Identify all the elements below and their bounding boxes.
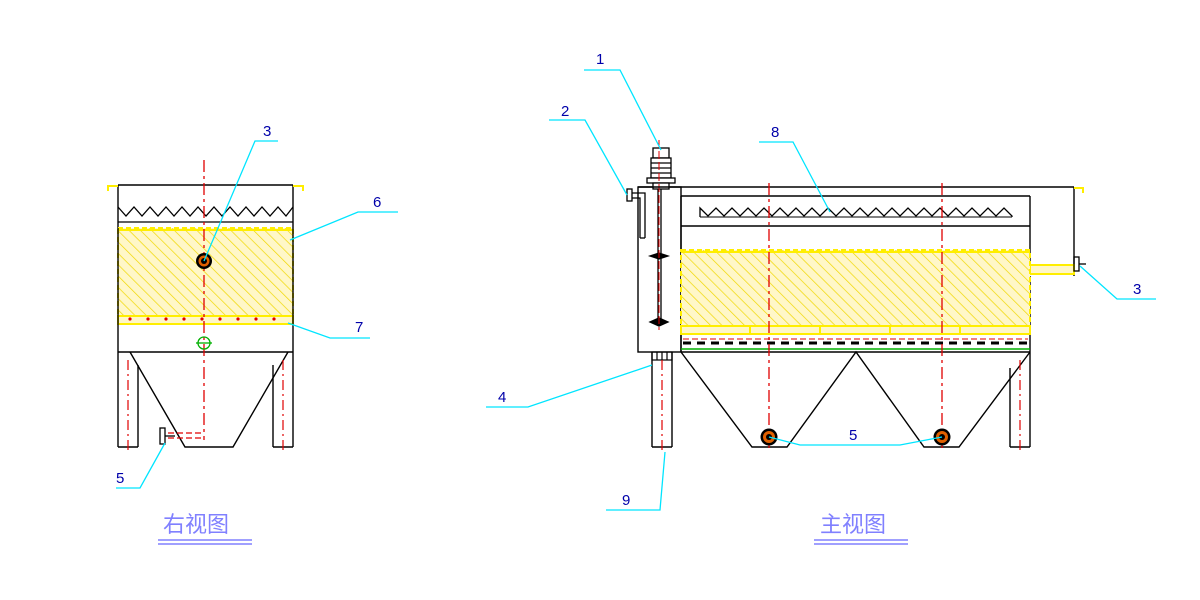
front-label-2: 2 xyxy=(561,103,569,120)
front-motor xyxy=(646,147,676,190)
side-drain-pipe xyxy=(159,427,204,445)
front-media-pack xyxy=(680,249,1031,327)
side-top-frame xyxy=(117,184,294,228)
front-hoppers xyxy=(680,350,1031,448)
side-view: 3 6 7 5 右视图 xyxy=(107,123,398,545)
side-view-title: 右视图 xyxy=(163,513,229,538)
side-label-6: 6 xyxy=(373,194,381,211)
front-top-bracket xyxy=(1074,187,1084,193)
front-weir xyxy=(699,206,1013,217)
front-outlet-pipe xyxy=(1029,256,1086,275)
front-leg-flange xyxy=(651,351,673,361)
front-label-3: 3 xyxy=(1133,281,1141,298)
front-leaders xyxy=(486,69,1156,511)
front-label-9: 9 xyxy=(622,492,630,509)
side-label-3: 3 xyxy=(263,123,271,140)
side-support-layer xyxy=(117,315,294,325)
side-hopper xyxy=(117,228,294,448)
side-leg-centerlines xyxy=(127,360,284,452)
side-media-pack xyxy=(117,227,294,317)
front-hopper-centerlines xyxy=(768,183,943,450)
side-label-5: 5 xyxy=(116,470,124,487)
front-label-5: 5 xyxy=(849,427,857,444)
front-legs xyxy=(651,352,1031,448)
side-label-7: 7 xyxy=(355,319,363,336)
front-inlet-pipe xyxy=(626,188,646,239)
front-leg-centerlines xyxy=(661,360,1021,452)
front-label-8: 8 xyxy=(771,124,779,141)
side-top-brackets xyxy=(107,185,304,191)
side-weir xyxy=(117,206,294,218)
front-label-1: 1 xyxy=(596,51,604,68)
side-leaders xyxy=(116,140,398,489)
front-view: 1 2 8 3 4 5 9 主视图 xyxy=(486,51,1156,545)
side-support-dots xyxy=(128,317,276,321)
front-view-title: 主视图 xyxy=(820,513,886,538)
front-label-4: 4 xyxy=(498,389,506,406)
side-green-valve xyxy=(196,336,212,350)
front-support-layer xyxy=(680,325,1031,335)
